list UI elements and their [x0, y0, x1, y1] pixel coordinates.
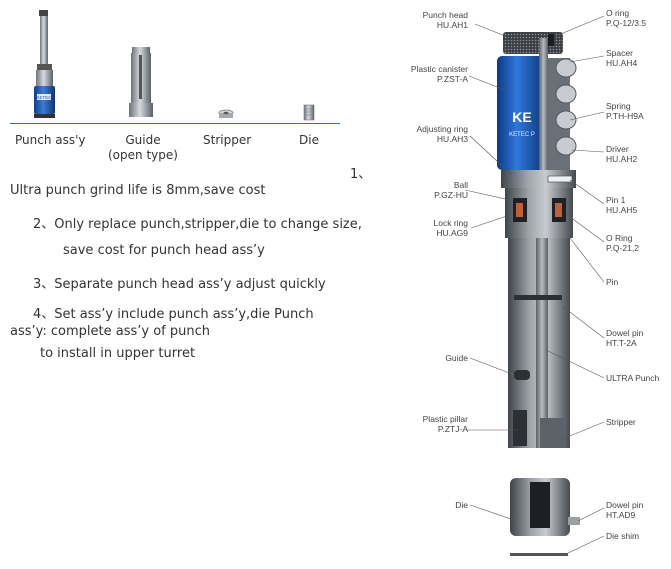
die-image: [303, 104, 315, 121]
punch-assembly-image: KETEC: [34, 10, 55, 118]
plastic-canister: KE KETEC P: [497, 56, 547, 170]
punch-head: [503, 32, 563, 54]
driver-shaft: [539, 38, 548, 188]
feature-4-cont: ass’y: complete ass’y of punch: [10, 324, 211, 339]
die-shim: [510, 553, 568, 556]
guide-body: [508, 238, 570, 448]
feature-3: 3、Separate punch head ass’y adjust quick…: [33, 277, 326, 292]
number-marker: 1、: [350, 167, 372, 182]
guide-label-line2: (open type): [108, 148, 178, 162]
leader-lines: [464, 15, 605, 555]
badge-text: KETEC: [36, 95, 52, 100]
label-pin: Pin: [606, 277, 619, 287]
canister-small-text: KETEC P: [509, 132, 535, 138]
label-guide: Guide: [445, 353, 468, 363]
divider-line: [10, 123, 340, 124]
guide-label: Guide (open type): [108, 133, 178, 163]
feature-2-cont: save cost for punch head ass’y: [63, 243, 265, 258]
punch-assembly-label: Punch ass'y: [15, 133, 86, 147]
canister-brand-text: KE: [512, 109, 531, 125]
label-die: Die: [455, 500, 468, 510]
die-label: Die: [299, 133, 319, 147]
die-part: [510, 478, 580, 536]
feature-2: 2、Only replace punch,stripper,die to cha…: [33, 217, 362, 232]
stripper-label: Stripper: [203, 133, 252, 147]
feature-1: Ultra punch grind life is 8mm,save cost: [10, 183, 266, 198]
lock-ring: [505, 188, 573, 238]
label-ultra-punch: ULTRA Punch: [606, 373, 660, 383]
feature-4-cont2: to install in upper turret: [40, 346, 196, 361]
guide-label-line1: Guide: [125, 133, 161, 147]
feature-4: 4、Set ass’y include punch ass’y,die Punc…: [33, 307, 314, 322]
spring: [548, 58, 577, 170]
stripper-part: [540, 418, 566, 448]
plastic-pillar: [513, 410, 527, 446]
label-die-shim: Die shim: [606, 531, 640, 541]
stripper-image: [218, 109, 234, 118]
guide-image: [129, 47, 153, 117]
adjusting-ring: [501, 170, 576, 188]
label-stripper: Stripper: [606, 417, 636, 427]
